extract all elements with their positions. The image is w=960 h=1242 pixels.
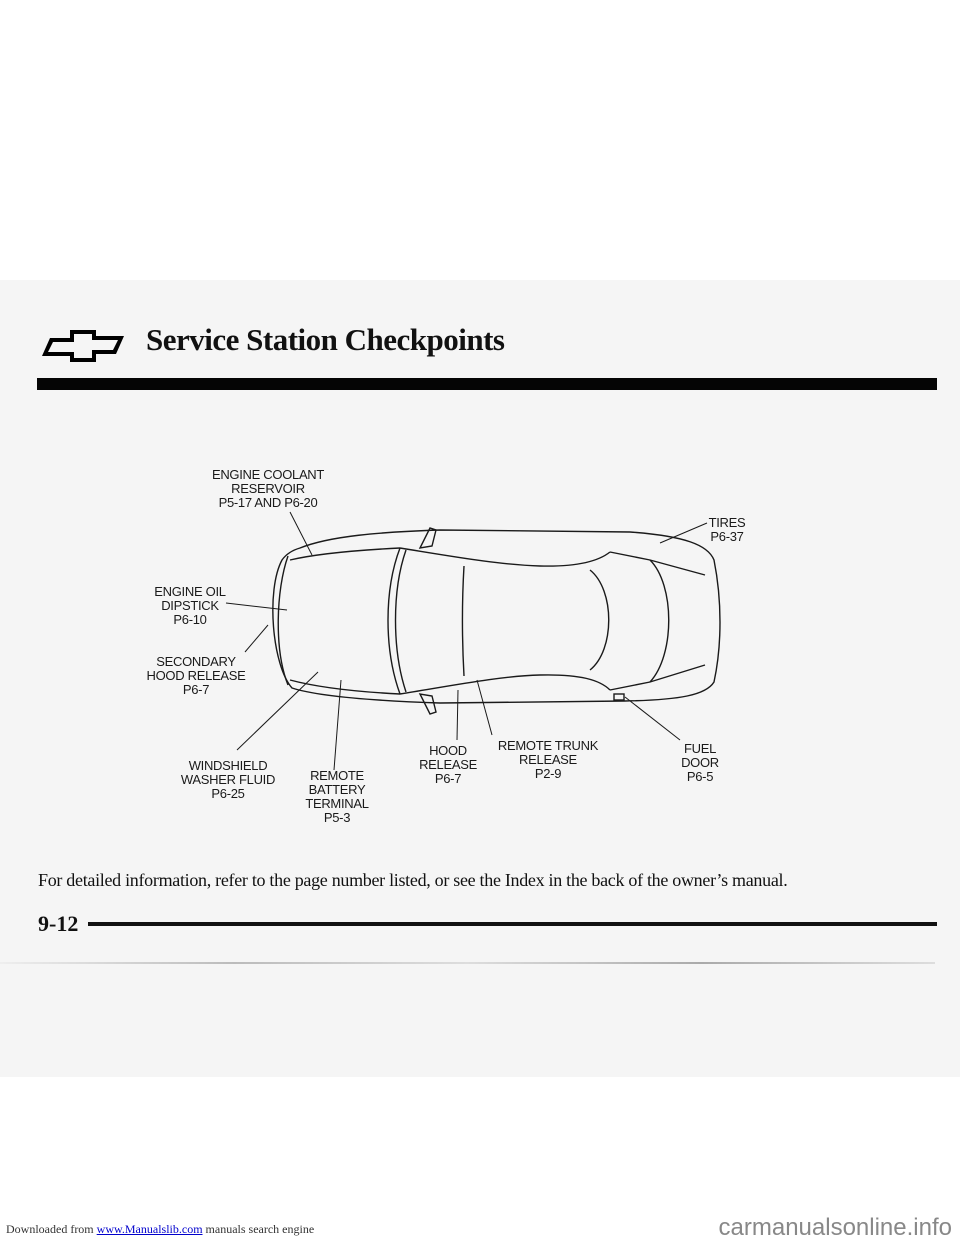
mirror-top bbox=[418, 527, 437, 549]
label-line: SECONDARY bbox=[156, 654, 236, 669]
rear-window bbox=[589, 569, 610, 671]
label-line: TERMINAL bbox=[305, 796, 369, 811]
label-fuel-door: FUEL DOOR P6-5 bbox=[681, 742, 719, 784]
car-outline bbox=[272, 527, 721, 715]
page-number: 9-12 bbox=[38, 911, 79, 936]
windshield bbox=[387, 547, 401, 695]
label-line: P6-5 bbox=[686, 769, 714, 784]
label-line: ENGINE COOLANT bbox=[211, 467, 325, 482]
label-line: RESERVOIR bbox=[231, 481, 305, 496]
label-engine-oil-dipstick: ENGINE OIL DIPSTICK P6-10 bbox=[154, 584, 226, 627]
mirror-bottom bbox=[418, 693, 437, 715]
rear-bottom bbox=[609, 664, 706, 691]
caption: For detailed information, refer to the p… bbox=[38, 870, 788, 890]
label-line: TIRES bbox=[708, 515, 746, 530]
label-line: REMOTE TRUNK bbox=[497, 738, 599, 753]
chevrolet-bowtie-icon bbox=[42, 330, 124, 362]
manual-page bbox=[0, 280, 960, 1077]
label-hood-release: HOOD RELEASE P6-7 bbox=[419, 744, 477, 786]
label-engine-coolant: ENGINE COOLANT RESERVOIR P5-17 AND P6-20 bbox=[212, 468, 324, 510]
label-windshield-washer: WINDSHIELD WASHER FLUID P6-25 bbox=[181, 759, 275, 801]
label-line: P6-7 bbox=[182, 682, 210, 697]
label-remote-battery-terminal: REMOTE BATTERY TERMINAL P5-3 bbox=[305, 768, 369, 825]
label-line: RELEASE bbox=[519, 752, 577, 767]
fuel-door bbox=[613, 693, 625, 701]
b-pillar bbox=[461, 565, 465, 677]
label-line: ENGINE OIL bbox=[154, 584, 226, 599]
download-notice: Downloaded from www.Manualslib.com manua… bbox=[6, 1222, 314, 1237]
page-title: Service Station Checkpoints bbox=[146, 322, 505, 357]
header-rule bbox=[37, 378, 937, 390]
download-suffix: manuals search engine bbox=[205, 1222, 315, 1236]
label-line: P2-9 bbox=[534, 766, 562, 781]
manualslib-link[interactable]: www.Manualslib.com bbox=[96, 1222, 203, 1236]
label-line: HOOD RELEASE bbox=[146, 668, 246, 683]
roof-bottom bbox=[399, 674, 611, 695]
footer-rule bbox=[88, 922, 937, 926]
trunk-line bbox=[649, 559, 670, 683]
label-line: RELEASE bbox=[419, 757, 477, 772]
label-line: HOOD bbox=[429, 743, 467, 758]
roof-top bbox=[399, 547, 611, 567]
label-line: P5-17 AND P6-20 bbox=[218, 495, 318, 510]
hood-line-top bbox=[289, 547, 401, 561]
label-line: P6-7 bbox=[434, 771, 462, 786]
label-line: P5-3 bbox=[323, 810, 351, 825]
label-line: REMOTE bbox=[310, 768, 364, 783]
label-line: P6-37 bbox=[710, 529, 744, 544]
leader-lines bbox=[225, 511, 708, 771]
windshield-inner bbox=[394, 549, 407, 693]
scan-shadow bbox=[0, 962, 935, 964]
label-remote-trunk-release: REMOTE TRUNK RELEASE P2-9 bbox=[498, 739, 598, 781]
label-line: DIPSTICK bbox=[161, 598, 219, 613]
label-line: FUEL bbox=[683, 741, 717, 756]
label-line: DOOR bbox=[681, 755, 719, 770]
watermark: carmanualsonline.info bbox=[718, 1214, 952, 1241]
label-line: P6-10 bbox=[173, 612, 207, 627]
label-line: WASHER FLUID bbox=[180, 772, 276, 787]
rear-top bbox=[609, 551, 706, 576]
front-bumper bbox=[277, 555, 289, 686]
label-line: BATTERY bbox=[308, 782, 366, 797]
label-tires: TIRES P6-37 bbox=[709, 516, 746, 544]
hood-line-bottom bbox=[289, 679, 401, 695]
label-line: WINDSHIELD bbox=[188, 758, 268, 773]
download-prefix: Downloaded from bbox=[6, 1222, 94, 1236]
car-body bbox=[272, 529, 721, 704]
label-secondary-hood-release: SECONDARY HOOD RELEASE P6-7 bbox=[147, 655, 246, 697]
label-line: P6-25 bbox=[211, 786, 245, 801]
